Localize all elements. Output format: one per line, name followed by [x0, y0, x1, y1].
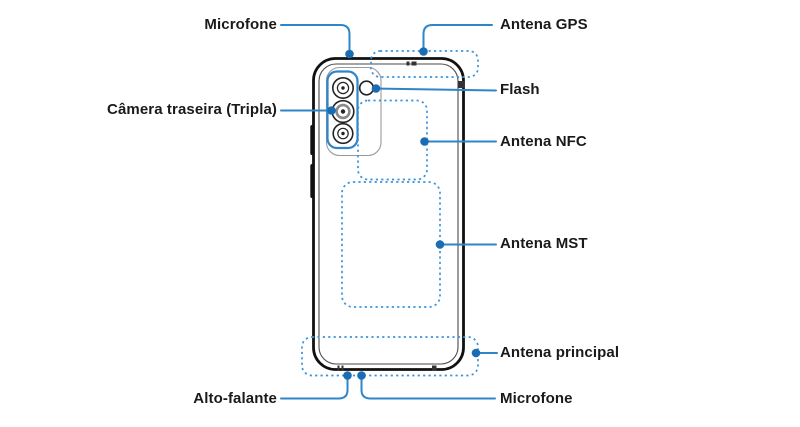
- edge-marks: [337, 61, 465, 371]
- lens-dot: [341, 131, 345, 136]
- dot-nfc-antenna: [420, 137, 429, 146]
- side-key-mark: [458, 81, 465, 88]
- leader-microphone-top: [280, 24, 351, 54]
- dot-microphone-bottom: [357, 371, 366, 380]
- label-main-antenna: Antena principal: [500, 344, 620, 361]
- dot-microphone-top: [345, 49, 354, 59]
- label-speaker: Alto-falante: [193, 390, 277, 407]
- nfc-antenna-region: [357, 99, 428, 181]
- label-microphone-bottom: Microfone: [500, 390, 573, 407]
- label-nfc-antenna: Antena NFC: [500, 133, 587, 150]
- mst-antenna-region: [341, 181, 441, 308]
- label-mst-antenna: Antena MST: [500, 235, 588, 252]
- leader-lines: [280, 24, 498, 400]
- callout-dots: [327, 47, 481, 380]
- leader-gps-antenna: [422, 24, 493, 51]
- dot-flash: [371, 84, 381, 93]
- label-rear-camera: Câmera traseira (Tripla): [107, 101, 277, 118]
- dot-main-antenna: [471, 348, 481, 358]
- dot-speaker: [343, 371, 352, 380]
- leader-flash: [375, 87, 497, 92]
- leader-speaker: [280, 375, 349, 400]
- label-flash: Flash: [500, 81, 540, 98]
- lens-dot: [341, 86, 345, 90]
- dot-mst-antenna: [435, 240, 445, 249]
- dot-gps-antenna: [419, 47, 428, 56]
- dot-rear-camera: [327, 106, 336, 115]
- label-microphone-top: Microfone: [204, 16, 277, 33]
- camera-area: [325, 66, 382, 157]
- flash-led: [358, 80, 375, 96]
- label-gps-antenna: Antena GPS: [500, 16, 588, 33]
- phone-inner-outline: [318, 63, 459, 365]
- leader-microphone-bottom: [360, 375, 496, 400]
- lens-dot: [340, 109, 346, 114]
